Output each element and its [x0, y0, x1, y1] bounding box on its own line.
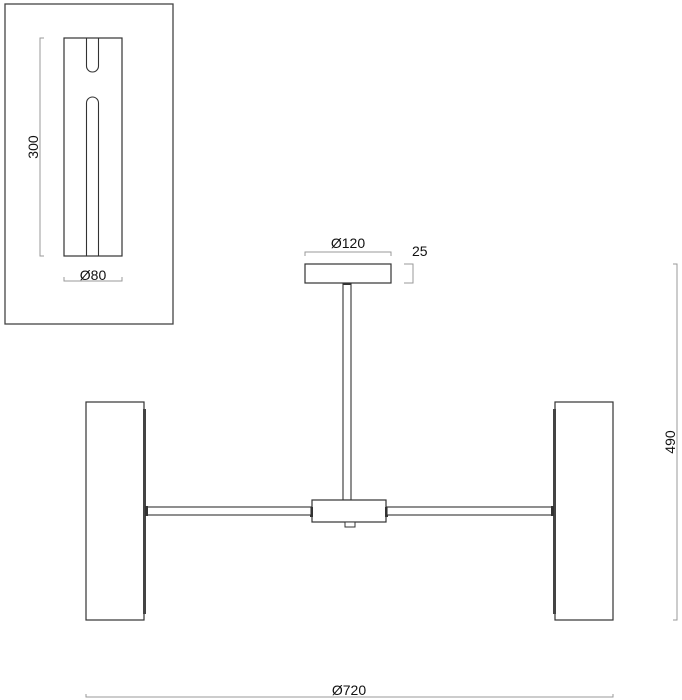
- total-height-label: 490: [662, 430, 678, 454]
- right-shade-joint: [551, 506, 554, 516]
- left-arm: [146, 506, 312, 516]
- right-arm: [386, 506, 554, 516]
- detail-height-label: 300: [25, 135, 41, 159]
- total-height-dimension: [673, 263, 678, 621]
- total-width-dimension: [85, 694, 614, 698]
- canopy-diameter-label: Ø120: [331, 235, 365, 251]
- canopy-height-label: 25: [412, 243, 428, 259]
- shade-body: [63, 37, 123, 257]
- detail-diameter-label: Ø80: [80, 267, 107, 283]
- top-slot: [85, 38, 100, 73]
- height-dimension-line: [39, 37, 44, 257]
- central-hub: [311, 499, 387, 523]
- canopy-width-dimension: [304, 251, 392, 256]
- left-shade: [85, 401, 145, 621]
- right-shade-back-plate: [553, 409, 556, 614]
- width-dimension-line: [63, 277, 123, 282]
- left-shade-back-plate: [143, 409, 146, 614]
- right-shade: [554, 401, 614, 621]
- down-rod: [342, 283, 352, 501]
- detail-view: 300 Ø80: [4, 3, 174, 325]
- hub-cap: [344, 521, 356, 528]
- left-shade-joint: [145, 506, 148, 516]
- detail-frame: [4, 3, 174, 325]
- long-slot: [85, 96, 100, 256]
- canopy-height-dimension: [404, 263, 414, 284]
- ceiling-canopy: [304, 263, 392, 284]
- main-view: Ø120 25 490 Ø720: [85, 235, 678, 698]
- rod-collar: [343, 283, 351, 285]
- total-width-label: Ø720: [332, 682, 366, 698]
